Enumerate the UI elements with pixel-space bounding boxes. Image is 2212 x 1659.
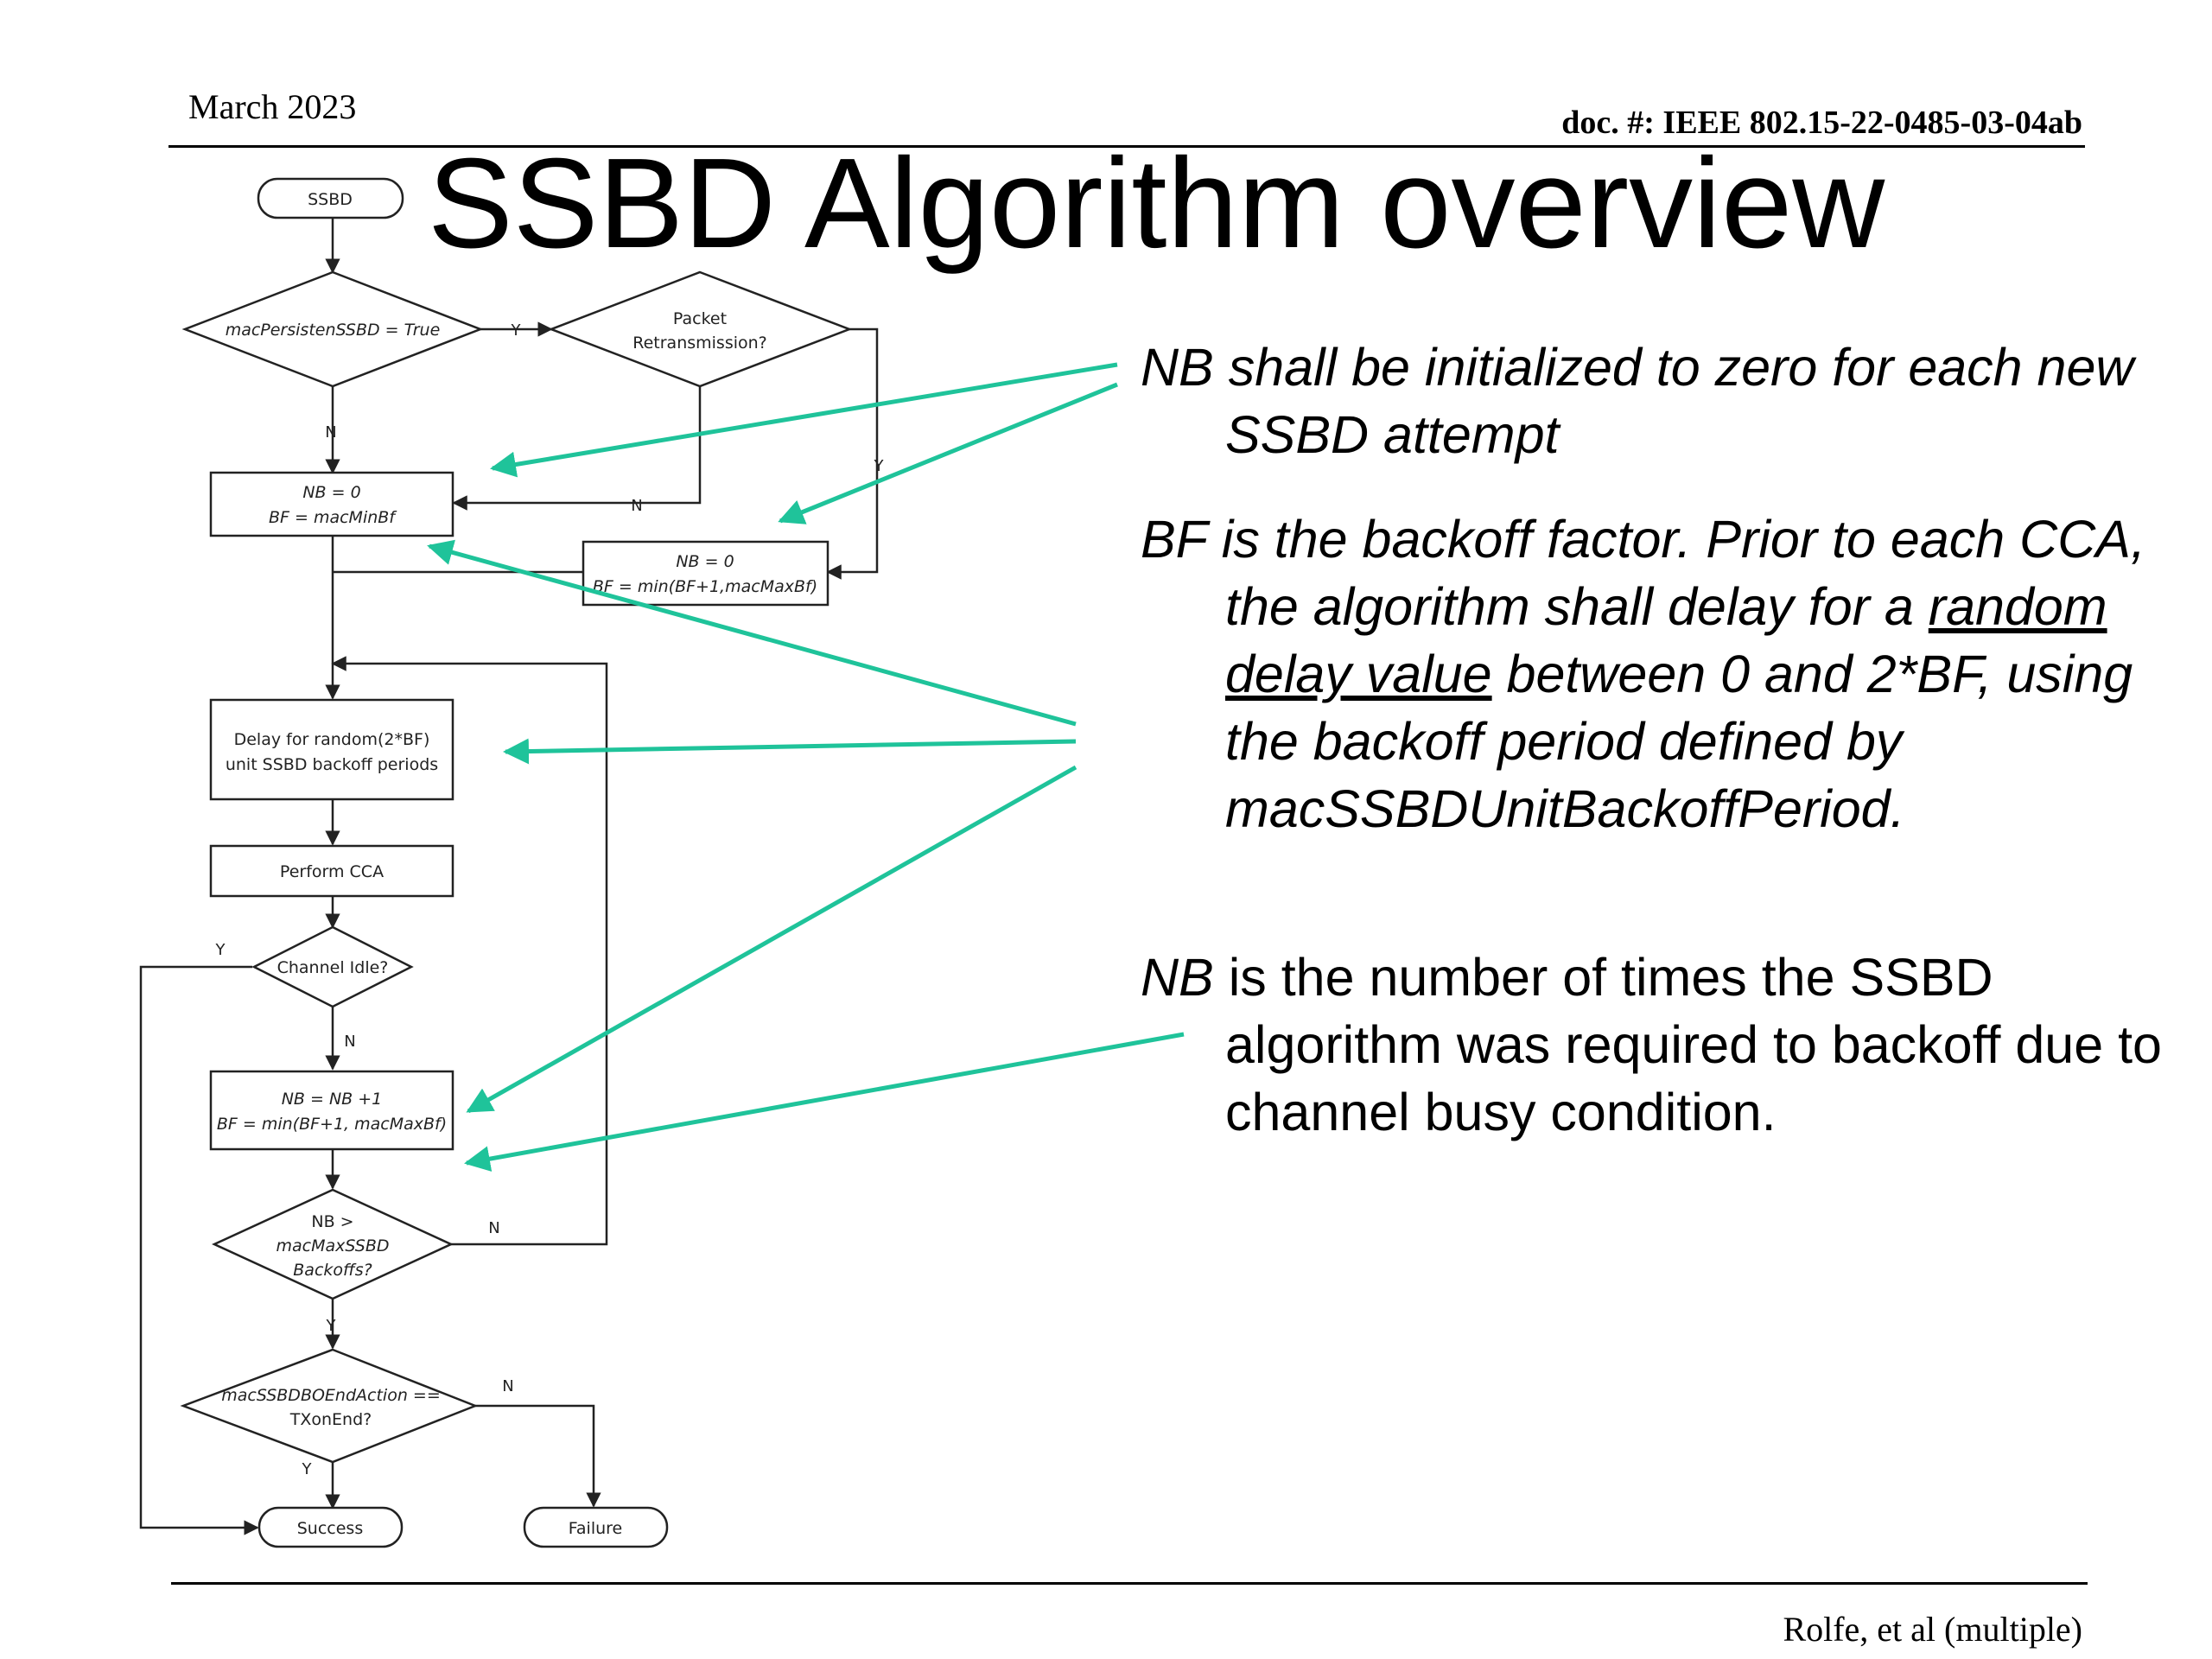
retransmission-decision: Packet Retransmission? [548,270,853,388]
note-bf-text-b: between 0 and 2*BF, using the backoff pe… [1225,645,2133,838]
svg-text:NB >: NB > [311,1212,353,1231]
init-process: NB = 0 BF = macMinBf [209,471,454,537]
footer-authors: Rolfe, et al (multiple) [1783,1610,2082,1649]
label-yes-retx: Y [511,321,522,340]
label-no-persistent: N [325,423,336,442]
label-yes-retx-right: Y [874,457,885,475]
svg-text:unit SSBD backoff periods: unit SSBD backoff periods [226,755,438,774]
label-no-idle: N [344,1033,355,1051]
connector-labels: Y N N Y Y N N Y N Y [215,321,885,1478]
svg-text:BF = macMinBf: BF = macMinBf [269,508,397,527]
callout-arrow-nb-retx [778,382,1118,524]
note-nb-count-text: is the number of times the SSBD algorith… [1213,948,2162,1141]
label-yes-max: Y [326,1317,337,1335]
label-yes-idle: Y [215,941,226,959]
svg-text:Perform CCA: Perform CCA [280,862,384,881]
svg-text:BF = min(BF+1,macMaxBf): BF = min(BF+1,macMaxBf) [593,577,817,596]
svg-text:macSSBDBOEndAction ==: macSSBDBOEndAction == [221,1386,441,1405]
svg-text:Retransmission?: Retransmission? [632,334,767,353]
note-bf-random-delay: random delay value [1225,577,2107,703]
svg-text:Backoffs?: Backoffs? [293,1261,372,1280]
svg-text:Channel Idle?: Channel Idle? [277,958,389,977]
note-bf: BF is the backoff factor. Prior to each … [1141,505,2212,842]
cca-process: Perform CCA [209,844,454,898]
note-nb-init-term: NB [1141,338,1214,397]
retx-reset-process: NB = 0 BF = min(BF+1,macMaxBf) [582,540,830,607]
callout-arrow-nb-inc [464,1032,1185,1172]
note-nb-count-term: NB [1141,948,1214,1007]
svg-text:NB = NB +1: NB = NB +1 [282,1090,383,1109]
note-nb-init-text: shall be initialized to zero for each ne… [1213,338,2134,464]
callout-arrow-bf-delay [503,738,1077,765]
svg-text:Packet: Packet [673,309,727,328]
label-no-max: N [488,1219,499,1237]
label-yes-end: Y [302,1460,313,1478]
delay-process: Delay for random(2*BF) unit SSBD backoff… [209,698,454,801]
end-action-decision: macSSBDBOEndAction == TXonEnd? [180,1348,479,1464]
label-no-retx: N [631,497,642,515]
callout-arrows [427,362,1185,1172]
callout-arrow-bf-init [427,539,1077,727]
note-bf-text-a: is the backoff factor. Prior to each CCA… [1206,510,2145,636]
header-date: March 2023 [188,87,357,126]
max-backoffs-decision: NB > macMaxSSBD Backoffs? [212,1188,454,1300]
callout-arrow-bf-inc [466,765,1077,1114]
svg-text:Delay for random(2*BF): Delay for random(2*BF) [234,730,430,749]
svg-text:SSBD: SSBD [308,190,353,209]
note-nb-init: NB shall be initialized to zero for each… [1141,334,2212,468]
label-no-end: N [502,1377,513,1395]
callout-arrow-nb-init [490,362,1118,478]
note-nb-count: NB is the number of times the SSBD algor… [1141,944,2212,1146]
success-terminator: Success [257,1506,404,1548]
persistent-decision: macPersistenSSBD = True [181,270,484,388]
footer-divider [171,1582,2088,1585]
svg-text:BF = min(BF+1, macMaxBf): BF = min(BF+1, macMaxBf) [217,1115,447,1134]
svg-text:Success: Success [297,1519,363,1538]
svg-text:NB = 0: NB = 0 [302,483,360,502]
svg-text:NB = 0: NB = 0 [676,552,734,571]
flow-connectors [139,218,879,1535]
slide-title: SSBD Algorithm overview [428,132,1885,275]
svg-text:TXonEnd?: TXonEnd? [289,1410,372,1429]
header-doc-id: doc. #: IEEE 802.15-22-0485-03-04ab [1561,105,2082,141]
svg-text:Failure: Failure [569,1519,623,1538]
start-terminator: SSBD [257,177,404,219]
channel-idle-decision: Channel Idle? [251,925,414,1008]
header-divider [168,145,2085,148]
increment-process: NB = NB +1 BF = min(BF+1, macMaxBf) [209,1070,454,1151]
note-bf-term: BF [1141,510,1207,569]
svg-text:macMaxSSBD: macMaxSSBD [276,1236,390,1255]
failure-terminator: Failure [523,1506,669,1548]
svg-text:macPersistenSSBD = True: macPersistenSSBD = True [226,321,441,340]
